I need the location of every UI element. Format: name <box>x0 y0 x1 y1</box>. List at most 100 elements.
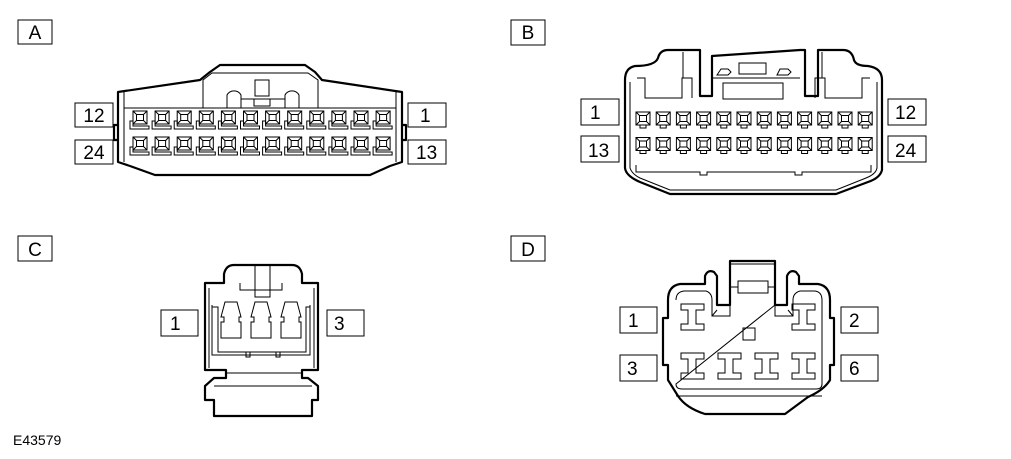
svg-text:1: 1 <box>590 103 601 124</box>
pin-cavity <box>195 110 216 130</box>
pin-cavity <box>857 137 873 154</box>
svg-text:13: 13 <box>416 143 437 164</box>
pin-cavity <box>328 110 349 130</box>
svg-text:12: 12 <box>895 103 916 124</box>
pin-cavity <box>635 111 651 129</box>
pin-label-d-1: 1 <box>619 306 658 334</box>
pin-cavity <box>680 303 705 331</box>
pin-cavity <box>372 136 393 156</box>
pin-cavity <box>151 136 172 156</box>
pin-cavity <box>129 136 150 156</box>
connector-b-body <box>623 48 884 196</box>
pin-cavity <box>797 137 813 154</box>
pin-cavity <box>776 137 792 154</box>
pin-cavity <box>284 110 305 130</box>
pin-label-d-6: 6 <box>840 354 879 382</box>
svg-text:12: 12 <box>83 106 104 127</box>
pin-cavity <box>736 111 752 129</box>
pin-label-a-1: 1 <box>407 102 447 128</box>
pin-cavity <box>756 111 772 129</box>
pin-cavity <box>195 136 216 156</box>
pin-cavity <box>655 111 671 129</box>
pin-cavity <box>716 137 732 154</box>
panel-c: C 1 3 E43579 <box>13 235 365 448</box>
svg-text:1: 1 <box>420 106 431 127</box>
svg-text:3: 3 <box>627 359 638 380</box>
pin-label-b-1: 1 <box>580 98 620 126</box>
panel-a-label: A <box>17 19 53 45</box>
pin-cavity <box>837 137 853 154</box>
figure-reference: E43579 <box>13 432 61 448</box>
pin-cavity <box>240 110 260 130</box>
connector-d-pins <box>680 303 816 380</box>
pin-cavity <box>717 352 742 380</box>
pin-cavity <box>680 352 705 380</box>
connector-c-pins <box>220 301 302 339</box>
pin-cavity <box>173 136 194 156</box>
pin-cavity <box>173 110 194 130</box>
svg-text:D: D <box>521 240 535 261</box>
pin-cavity <box>791 303 816 331</box>
panel-c-label: C <box>17 235 53 262</box>
svg-text:3: 3 <box>334 314 345 335</box>
pin-cavity <box>696 111 712 129</box>
pin-cavity <box>350 136 371 156</box>
pin-label-a-12: 12 <box>74 102 114 128</box>
pin-cavity <box>635 137 651 154</box>
svg-text:24: 24 <box>895 141 917 162</box>
pin-label-d-3: 3 <box>619 354 658 382</box>
connector-d-body <box>661 259 836 416</box>
pin-cavity <box>250 301 272 339</box>
pin-cavity <box>129 110 150 130</box>
pin-cavity <box>857 111 873 129</box>
svg-text:1: 1 <box>170 314 181 335</box>
svg-text:C: C <box>28 240 42 261</box>
pin-cavity <box>776 111 792 129</box>
pin-label-c-3: 3 <box>326 309 365 337</box>
panel-a: A 12 24 1 <box>17 19 447 177</box>
pin-cavity <box>716 111 732 129</box>
panel-d: D 1 3 2 6 <box>510 235 879 416</box>
svg-text:B: B <box>522 23 535 44</box>
pin-cavity <box>675 137 691 154</box>
pin-cavity <box>262 136 283 156</box>
pin-label-b-13: 13 <box>580 135 620 163</box>
svg-text:6: 6 <box>849 359 860 380</box>
pin-cavity <box>372 110 393 130</box>
pin-cavity <box>696 137 712 154</box>
pin-label-a-13: 13 <box>407 139 447 165</box>
pin-cavity <box>284 136 305 156</box>
panel-b: B 1 13 12 <box>510 19 927 196</box>
pin-cavity <box>756 137 772 154</box>
pin-cavity <box>736 137 752 154</box>
pin-cavity <box>791 352 816 380</box>
connector-a-pins <box>129 110 393 156</box>
pin-cavity <box>306 136 327 156</box>
pin-cavity <box>817 111 833 129</box>
pin-label-b-12: 12 <box>887 98 927 126</box>
panel-b-label: B <box>510 19 546 46</box>
pin-cavity <box>655 137 671 154</box>
pin-cavity <box>837 111 853 129</box>
pin-label-d-2: 2 <box>840 306 879 334</box>
pin-cavity <box>217 110 238 130</box>
connector-b-pins <box>635 111 873 154</box>
pin-cavity <box>754 352 779 380</box>
svg-text:1: 1 <box>628 311 639 332</box>
svg-text:2: 2 <box>849 311 860 332</box>
svg-text:13: 13 <box>588 141 609 162</box>
pin-cavity <box>262 110 283 130</box>
pin-cavity <box>151 110 172 130</box>
pin-cavity <box>240 136 260 156</box>
pin-label-c-1: 1 <box>160 309 199 337</box>
connector-c-body <box>203 263 320 418</box>
svg-text:A: A <box>29 23 42 44</box>
pin-cavity <box>350 110 371 130</box>
pin-cavity <box>220 301 242 339</box>
pin-cavity <box>217 136 238 156</box>
pin-label-a-24: 24 <box>74 139 114 165</box>
pin-cavity <box>306 110 327 130</box>
pin-cavity <box>280 301 302 339</box>
svg-text:24: 24 <box>83 143 105 164</box>
